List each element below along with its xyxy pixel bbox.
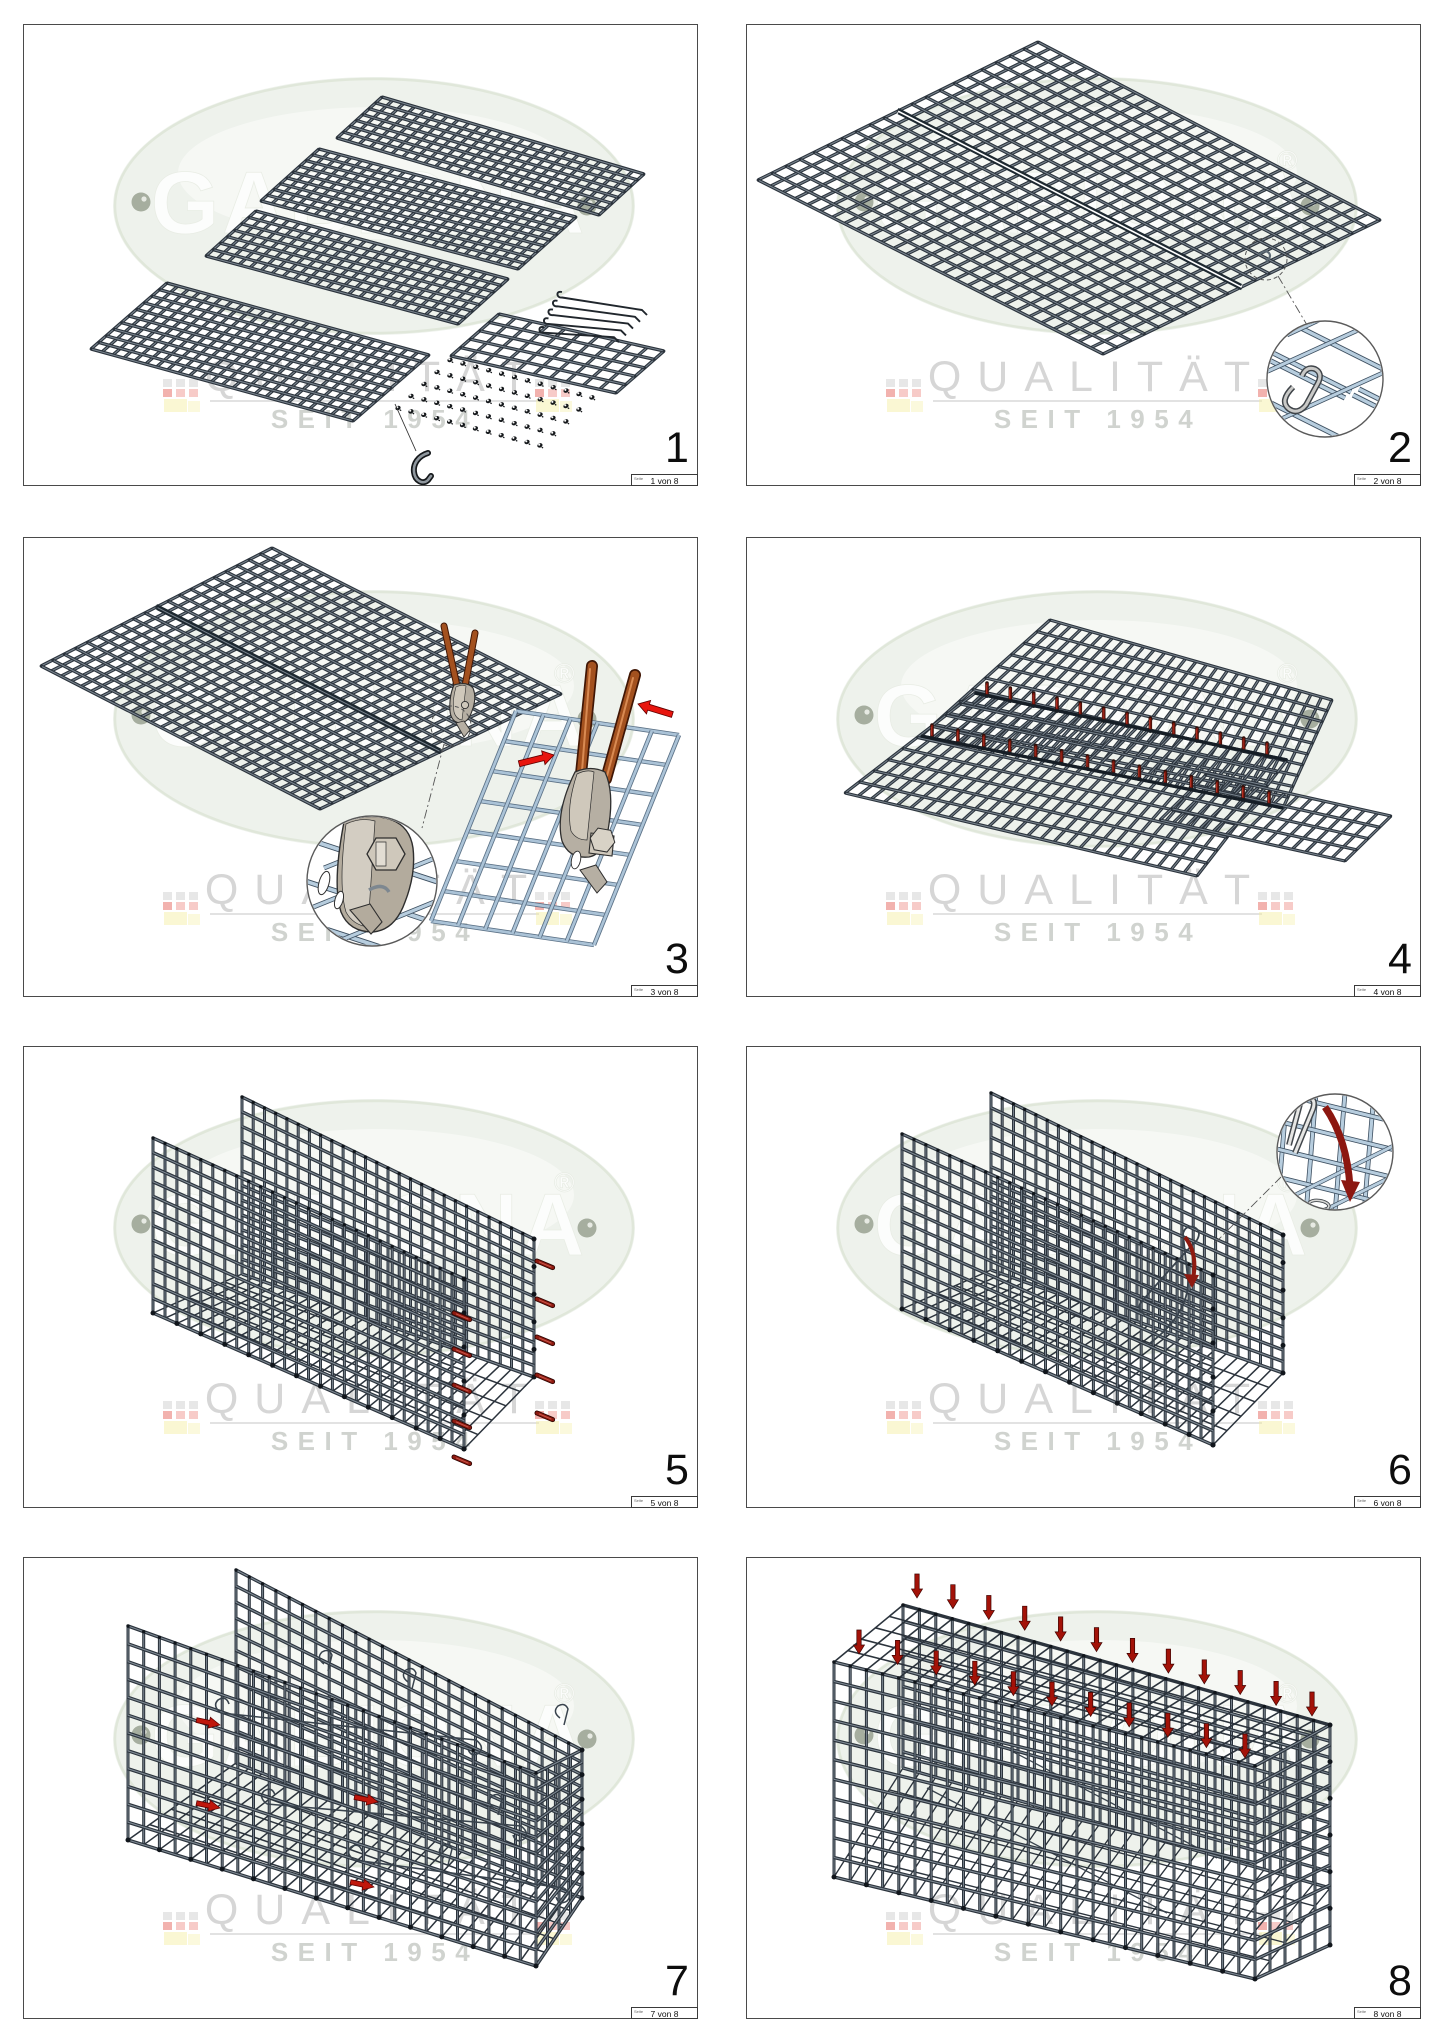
svg-text:QUALITÄT: QUALITÄT [928,1375,1266,1423]
svg-text:SEIT 1954: SEIT 1954 [994,917,1202,947]
svg-text:QUALITÄT: QUALITÄT [205,1886,543,1934]
svg-text:QUALITÄT: QUALITÄT [928,353,1266,401]
svg-text:®: ® [554,1678,575,1709]
svg-text:SEIT 1954: SEIT 1954 [271,1426,479,1456]
svg-text:SEIT 1954: SEIT 1954 [271,1937,479,1967]
svg-text:SEIT 1954: SEIT 1954 [994,404,1202,434]
svg-text:®: ® [554,658,575,689]
svg-text:QUALITÄT: QUALITÄT [928,866,1266,914]
svg-text:®: ® [1277,658,1298,689]
svg-text:®: ® [554,1167,575,1198]
svg-text:SEIT 1954: SEIT 1954 [994,1426,1202,1456]
svg-text:QUALITÄT: QUALITÄT [205,1375,543,1423]
svg-text:®: ® [1277,1678,1298,1709]
